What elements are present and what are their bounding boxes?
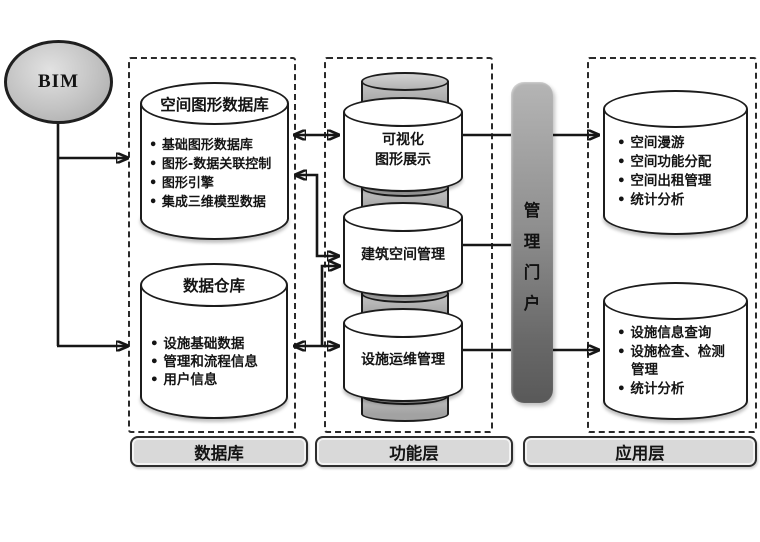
list-item: 用户信息	[150, 371, 286, 389]
list-item: 空间漫游	[617, 134, 744, 153]
application-layer-label: 应用层	[523, 436, 757, 467]
building-space-mgmt-label: 建筑空间管理	[343, 202, 463, 297]
spatial-db-title: 空间图形数据库	[160, 95, 269, 114]
list-item: 图形-数据关联控制	[149, 155, 287, 174]
visualization-module-label: 可视化 图形展示	[343, 97, 463, 192]
spatial-graphics-db-cylinder: 空间图形数据库 基础图形数据库 图形-数据关联控制 图形引擎 集成三维模型数据	[140, 82, 289, 240]
list-item: 设施基础数据	[150, 335, 286, 353]
list-item: 集成三维模型数据	[149, 193, 287, 212]
space-apps-item-list: 空间漫游 空间功能分配 空间出租管理 统计分析	[617, 134, 744, 210]
management-portal-bar: 管 理 门 户	[511, 82, 553, 403]
cylinder-top	[140, 263, 288, 307]
cylinder-top	[343, 97, 463, 127]
cylinder-top	[603, 90, 748, 128]
connector-spatialdb-spacemgmt	[295, 175, 339, 256]
facility-apps-item-list: 设施信息查询 设施检查、检测管理 统计分析	[617, 324, 738, 398]
list-item: 空间出租管理	[617, 172, 744, 191]
cylinder-top	[603, 282, 748, 320]
facility-applications-cylinder: 设施信息查询 设施检查、检测管理 统计分析	[603, 282, 748, 420]
list-item: 设施检查、检测管理	[617, 343, 738, 380]
portal-char: 户	[523, 294, 541, 313]
list-item: 设施信息查询	[617, 324, 738, 343]
visualization-module-cylinder: 可视化 图形展示	[343, 97, 463, 192]
cylinder-top	[343, 308, 463, 338]
function-layer-label: 功能层	[315, 436, 513, 467]
list-item: 空间功能分配	[617, 153, 744, 172]
bim-label: BIM	[38, 71, 79, 92]
portal-char: 理	[523, 232, 541, 251]
portal-char: 管	[523, 201, 541, 220]
cylinder-top	[343, 202, 463, 232]
facility-om-mgmt-label: 设施运维管理	[343, 308, 463, 402]
database-layer-label: 数据库	[130, 436, 308, 467]
cylinder-top	[361, 72, 449, 91]
cylinder-top	[140, 82, 289, 125]
list-item: 基础图形数据库	[149, 136, 287, 155]
warehouse-title: 数据仓库	[182, 277, 245, 295]
list-item: 管理和流程信息	[150, 353, 286, 371]
label-line: 可视化	[382, 131, 424, 148]
connector-warehouse-spacemgmt	[320, 266, 340, 345]
data-warehouse-cylinder: 数据仓库 设施基础数据 管理和流程信息 用户信息	[140, 263, 288, 419]
label-line: 设施运维管理	[361, 352, 445, 368]
label-line: 图形展示	[375, 151, 431, 168]
label-line: 建筑空间管理	[361, 246, 445, 263]
facility-om-mgmt-cylinder: 设施运维管理	[343, 308, 463, 402]
space-applications-cylinder: 空间漫游 空间功能分配 空间出租管理 统计分析	[603, 90, 748, 235]
list-item: 图形引擎	[149, 174, 287, 193]
building-space-mgmt-cylinder: 建筑空间管理	[343, 202, 463, 297]
spatial-db-item-list: 基础图形数据库 图形-数据关联控制 图形引擎 集成三维模型数据	[149, 136, 287, 212]
portal-char: 门	[523, 263, 541, 282]
warehouse-item-list: 设施基础数据 管理和流程信息 用户信息	[150, 335, 286, 389]
list-item: 统计分析	[617, 380, 738, 399]
bim-node: BIM	[4, 40, 113, 124]
application-layer-group-box	[587, 57, 757, 433]
list-item: 统计分析	[617, 191, 744, 210]
